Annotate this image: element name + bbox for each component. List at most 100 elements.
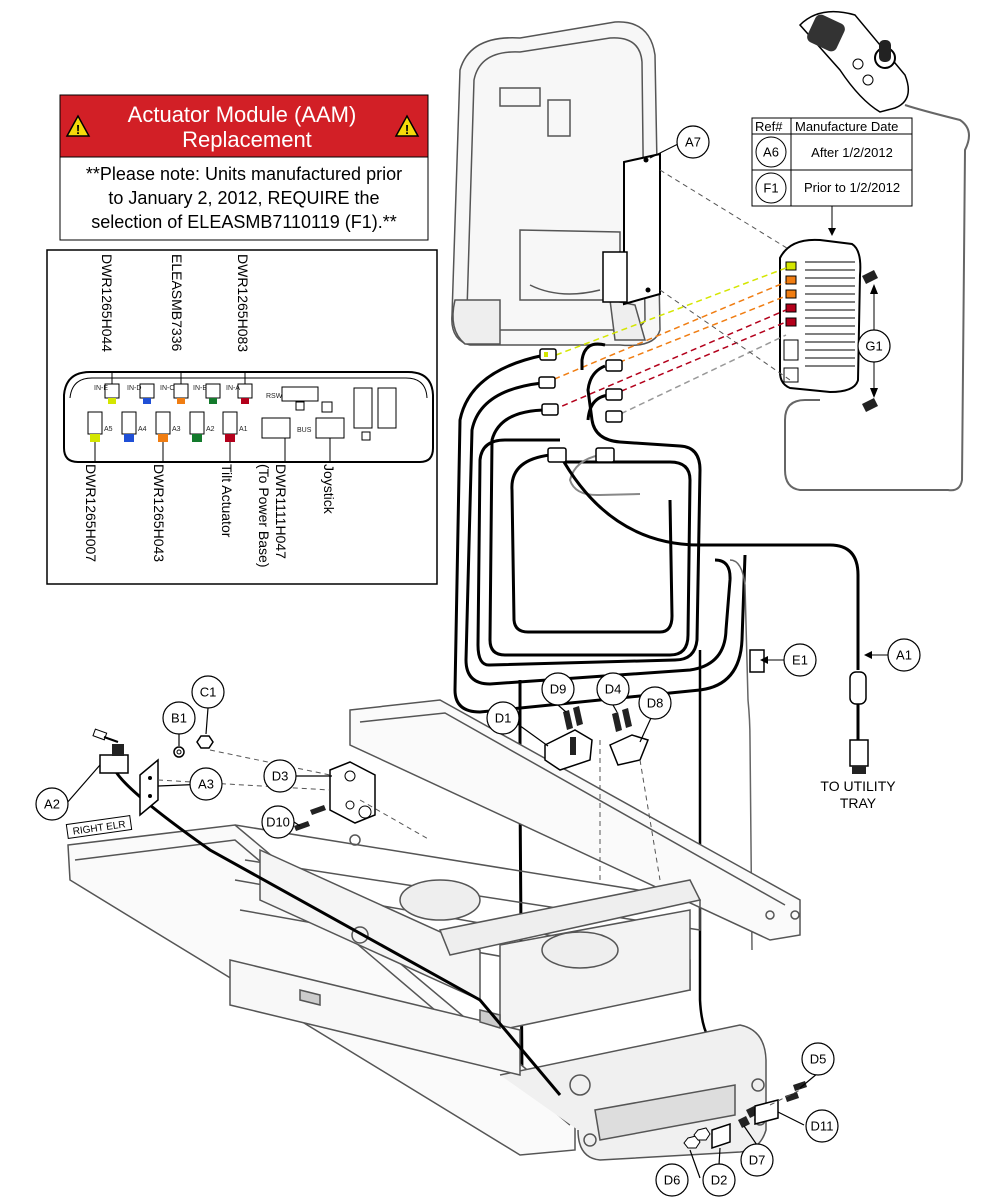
callout-g1: G1 xyxy=(857,329,891,363)
bolt xyxy=(92,728,119,743)
svg-text:G1: G1 xyxy=(865,339,882,354)
connector-color-marks xyxy=(544,352,548,357)
washer-b1 xyxy=(173,746,185,758)
callout-d8: D8 xyxy=(638,686,672,720)
ref-table-row2-date: Prior to 1/2/2012 xyxy=(804,180,900,195)
title-line1: Actuator Module (AAM) xyxy=(128,102,357,127)
svg-text:A7: A7 xyxy=(685,135,701,150)
svg-text:D11: D11 xyxy=(811,1119,834,1134)
callout-a2: A2 xyxy=(35,787,69,821)
utility-plug-a1 xyxy=(849,651,890,774)
power-base-frame xyxy=(67,699,801,1161)
label-dwr1111h047: DWR1111H047 xyxy=(273,464,289,559)
title-line2: Replacement xyxy=(182,127,312,152)
port-label-a1: A1 xyxy=(239,426,248,433)
svg-text:A1: A1 xyxy=(896,648,912,663)
label-to-power-base: (To Power Base) xyxy=(256,464,272,567)
bracket-a7 xyxy=(602,142,681,306)
label-eleasmb7336: ELEASMB7336 xyxy=(169,254,185,351)
ref-table: Ref# Manufacture Date A6 After 1/2/2012 … xyxy=(751,117,913,236)
note-line1: **Please note: Units manufactured prior xyxy=(86,164,402,184)
svg-text:D2: D2 xyxy=(711,1173,728,1188)
callout-c1: C1 xyxy=(191,675,225,709)
elr-harness xyxy=(113,769,562,1096)
other-ports: RSW BUS xyxy=(261,386,397,441)
callout-a7: A7 xyxy=(676,125,710,159)
svg-text:!: ! xyxy=(76,122,80,137)
warning-icon-left: ! xyxy=(65,114,91,137)
port-label-in-a: IN-A xyxy=(226,385,240,392)
actuator-block-d3 xyxy=(329,761,376,824)
screws-d10 xyxy=(294,805,326,831)
bracket-a3 xyxy=(139,758,159,817)
module-inset: IN-E IN-D IN-C IN-B IN-A A5 A4 A3 A2 A1 xyxy=(46,249,438,585)
joystick-cable xyxy=(784,104,970,492)
port-label-in-d: IN-D xyxy=(127,385,141,392)
port-label-in-e: IN-E xyxy=(94,385,108,392)
screws-d9 xyxy=(563,706,583,730)
right-elr-tag: RIGHT ELR xyxy=(65,815,133,839)
label-dwr1265h043: DWR1265H043 xyxy=(151,464,167,562)
clamp-d8 xyxy=(609,734,649,766)
warning-icon-right: ! xyxy=(394,114,420,137)
port-label-a5: A5 xyxy=(104,426,113,433)
inset-leaders xyxy=(94,372,331,462)
callout-a3: A3 xyxy=(189,767,223,801)
callout-b1: B1 xyxy=(162,701,196,735)
actuator-module xyxy=(779,238,862,394)
svg-text:D4: D4 xyxy=(605,682,622,697)
title-banner: ! ! Actuator Module (AAM) Replacement xyxy=(59,94,429,158)
joystick xyxy=(798,10,910,113)
callout-d6: D6 xyxy=(655,1163,689,1197)
ref-table-row2-ref: F1 xyxy=(763,181,778,196)
svg-text:D7: D7 xyxy=(749,1153,766,1168)
svg-text:E1: E1 xyxy=(792,653,808,668)
svg-text:A3: A3 xyxy=(198,777,214,792)
a-ports: A5 A4 A3 A2 A1 xyxy=(87,411,248,442)
ref-table-row1-ref: A6 xyxy=(763,145,779,160)
utility-tray-line1: TO UTILITY xyxy=(820,778,896,794)
label-dwr1265h083: DWR1265H083 xyxy=(235,254,251,352)
svg-text:!: ! xyxy=(405,122,409,137)
port-label-in-b: IN-B xyxy=(193,385,207,392)
svg-text:D6: D6 xyxy=(664,1173,681,1188)
assembly-guides xyxy=(157,169,801,1106)
callout-a1: A1 xyxy=(887,638,921,672)
note-box: **Please note: Units manufactured prior … xyxy=(59,156,429,241)
callout-d2: D2 xyxy=(702,1163,736,1197)
svg-text:A2: A2 xyxy=(44,797,60,812)
note-line2: to January 2, 2012, REQUIRE the xyxy=(108,188,379,208)
svg-text:D9: D9 xyxy=(550,682,567,697)
callout-d9: D9 xyxy=(541,672,575,706)
svg-text:C1: C1 xyxy=(200,685,217,700)
ref-table-header-ref: Ref# xyxy=(755,119,783,134)
nut-c1 xyxy=(196,735,214,749)
callout-d5: D5 xyxy=(801,1042,835,1076)
label-dwr1265h007: DWR1265H007 xyxy=(83,464,99,562)
label-dwr1265h044: DWR1265H044 xyxy=(99,254,115,352)
clamp-d2 xyxy=(711,1122,731,1150)
port-label-a4: A4 xyxy=(138,426,147,433)
screws-d5 xyxy=(785,1081,807,1102)
bracket-d11 xyxy=(754,1099,779,1125)
callout-d3: D3 xyxy=(263,759,297,793)
label-tilt-actuator: Tilt Actuator xyxy=(219,464,235,538)
svg-text:D10: D10 xyxy=(266,815,290,830)
callout-d7: D7 xyxy=(740,1143,774,1177)
svg-text:D8: D8 xyxy=(647,696,664,711)
in-ports: IN-E IN-D IN-C IN-B IN-A xyxy=(94,383,253,404)
port-label-in-c: IN-C xyxy=(160,385,174,392)
svg-text:B1: B1 xyxy=(171,711,187,726)
connector-e1 xyxy=(749,649,786,673)
callout-d4: D4 xyxy=(596,672,630,706)
nuts-d6 xyxy=(683,1127,711,1149)
port-label-a3: A3 xyxy=(172,426,181,433)
port-label-a2: A2 xyxy=(206,426,215,433)
switch-a2 xyxy=(99,744,129,774)
callout-d1: D1 xyxy=(486,701,520,735)
svg-text:D3: D3 xyxy=(272,769,289,784)
label-joystick: Joystick xyxy=(321,464,337,515)
ref-table-header-date: Manufacture Date xyxy=(795,119,898,134)
svg-text:D1: D1 xyxy=(495,711,512,726)
clamp-d1 xyxy=(544,729,593,771)
